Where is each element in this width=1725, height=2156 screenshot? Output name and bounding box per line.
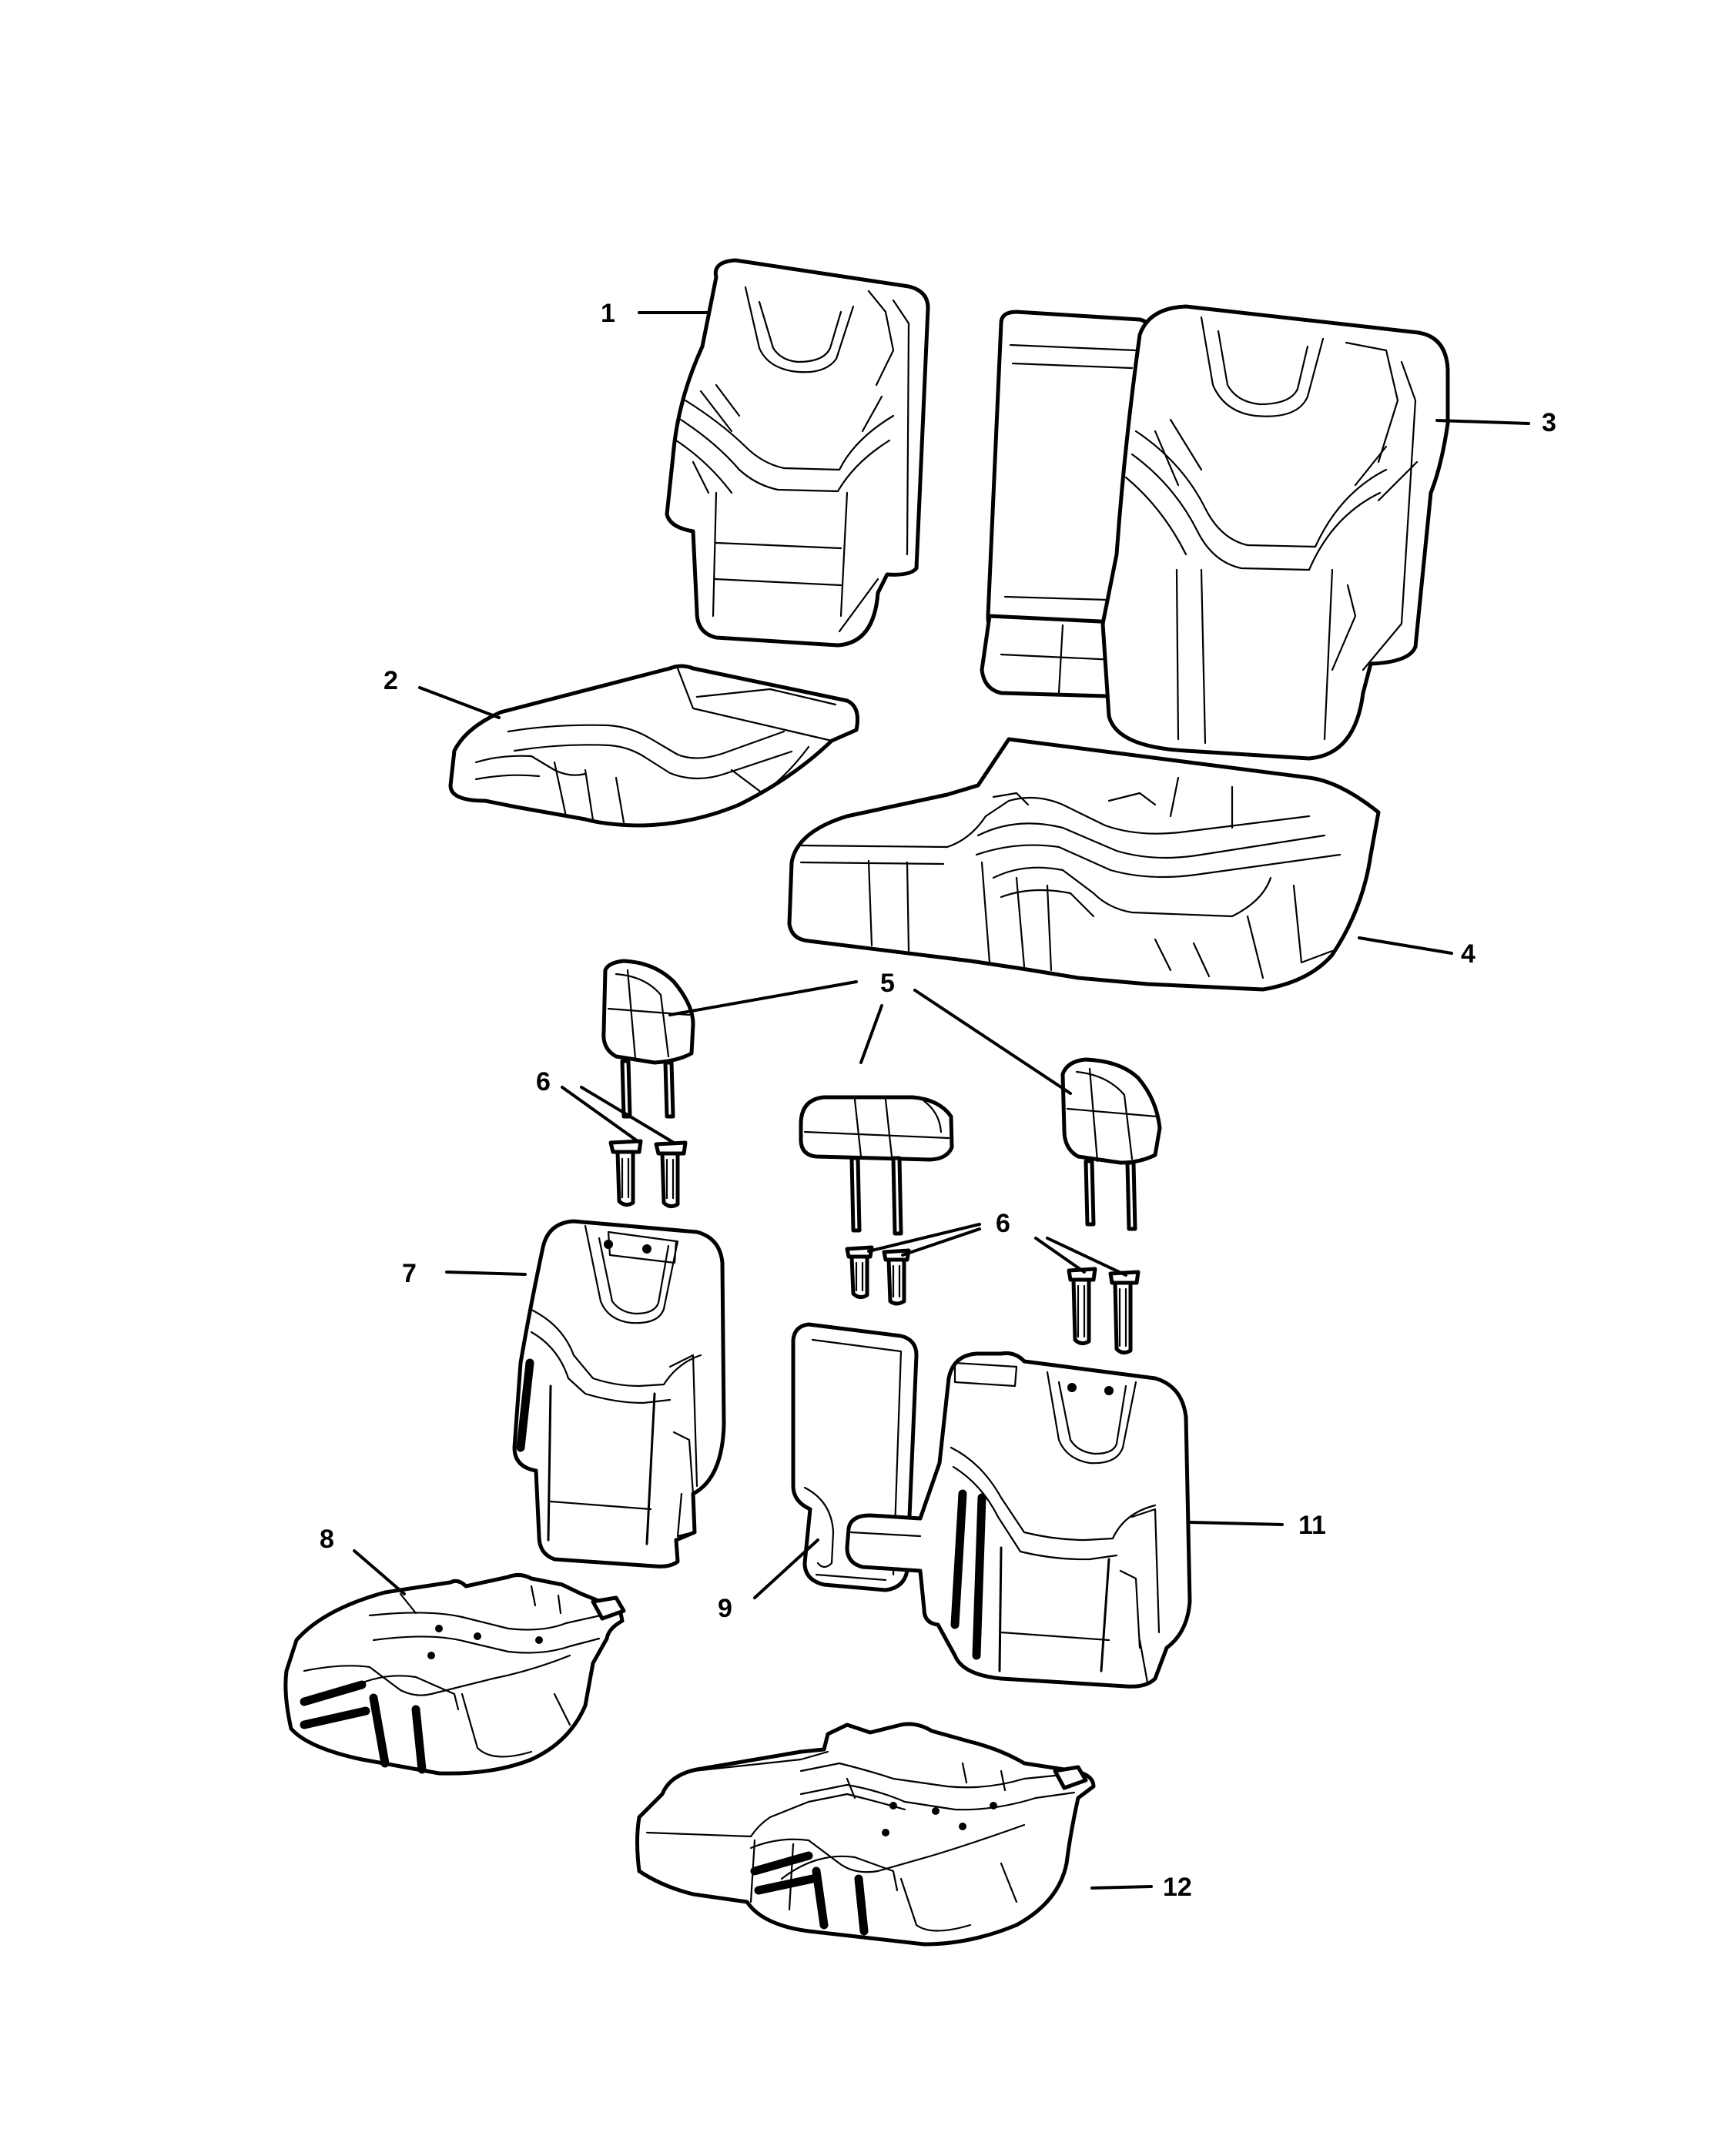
part-8-seat-cushion-left	[283, 1572, 626, 1776]
callout-numbers: 1 2 3 4 5 6 6 7 8 9 11 12	[320, 299, 1556, 1902]
part-4-seat-cushion-cover-right	[787, 737, 1381, 992]
leader-2	[418, 686, 501, 719]
part-3-seat-back-cover-right	[980, 304, 1450, 761]
callout-1: 1	[601, 299, 615, 328]
callout-5: 5	[880, 969, 895, 998]
leader-3	[1435, 419, 1530, 425]
leader-4	[1358, 936, 1453, 955]
leader-6c-2	[1046, 1237, 1127, 1277]
part-7-seat-back-left	[512, 1219, 726, 1568]
leader-6b-1	[867, 1223, 981, 1253]
part-6-headrest-guides-center	[845, 1245, 911, 1306]
leader-6a-1	[561, 1086, 639, 1143]
leader-lines	[353, 311, 1530, 1890]
part-11-seat-back-right	[845, 1351, 1192, 1689]
leader-5b	[859, 1004, 883, 1064]
callout-8: 8	[320, 1525, 334, 1554]
part-5-headrest-right	[1060, 1057, 1162, 1231]
callout-4: 4	[1461, 939, 1475, 969]
part-5-headrest-left	[601, 959, 695, 1119]
leader-7	[445, 1270, 527, 1276]
callout-6-left: 6	[536, 1067, 551, 1096]
part-12-seat-cushion-right	[635, 1722, 1096, 1947]
callout-6-right: 6	[996, 1209, 1010, 1238]
leader-12	[1090, 1885, 1153, 1890]
leader-6a-2	[580, 1086, 675, 1144]
leader-6c-1	[1034, 1237, 1086, 1274]
part-1-seat-back-cover-left	[665, 258, 930, 648]
leader-5a	[668, 980, 858, 1016]
part-2-seat-cushion-cover-left	[448, 664, 859, 828]
callout-12: 12	[1163, 1873, 1192, 1902]
leader-8	[353, 1549, 406, 1595]
callout-9: 9	[718, 1594, 732, 1623]
leader-5c	[913, 989, 1072, 1095]
leader-6b-2	[901, 1227, 981, 1257]
callout-2: 2	[384, 666, 398, 695]
leader-9	[753, 1538, 819, 1599]
part-5-headrest-center	[799, 1095, 954, 1236]
leader-11	[1188, 1521, 1284, 1526]
callout-11: 11	[1298, 1511, 1326, 1540]
part-6-headrest-guides-left	[608, 1139, 688, 1209]
part-6-headrest-guides-right	[1067, 1267, 1141, 1355]
callout-3: 3	[1542, 408, 1556, 437]
callout-7: 7	[402, 1259, 417, 1288]
